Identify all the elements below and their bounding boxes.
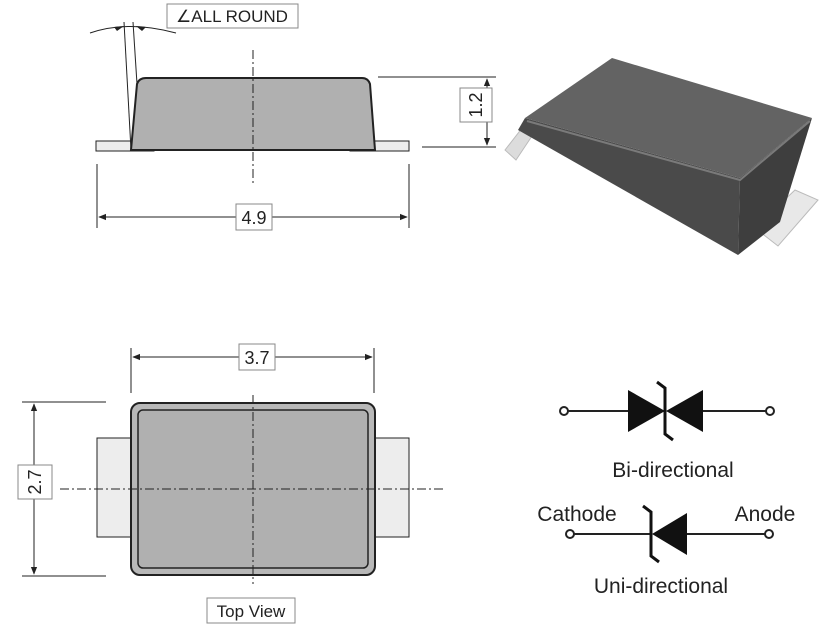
bi-terminal-left — [559, 406, 569, 416]
top-lead-right — [371, 437, 410, 538]
angle-arrow-left — [114, 26, 124, 31]
top-view-caption: Top View — [217, 602, 286, 621]
bi-triangle-left — [628, 390, 665, 432]
top-lead-left — [96, 437, 135, 538]
width-dim-label: 3.7 — [244, 348, 269, 368]
unidirectional-symbol: Cathode Anode Uni-directional — [537, 503, 795, 598]
angle-label-box — [166, 3, 299, 29]
height-dim-label: 1.2 — [466, 92, 486, 117]
top-height-dim-box — [17, 464, 53, 500]
cathode-label: Cathode — [537, 503, 616, 526]
bidirectional-label: Bi-directional — [612, 459, 733, 482]
top-view: 3.7 2.7 Top View — [17, 343, 446, 624]
top-view-caption-box — [206, 597, 296, 624]
height-dim-box — [459, 87, 493, 123]
angle-label: ∠ALL ROUND — [176, 7, 288, 26]
render-edge-highlight — [526, 120, 811, 182]
bidirectional-symbol: Bi-directional — [559, 380, 775, 482]
angle-arc — [89, 26, 177, 34]
render-body-side — [738, 118, 812, 255]
length-dim-label: 4.9 — [241, 208, 266, 228]
uni-terminal-left — [565, 529, 575, 539]
bi-triangle-right — [666, 390, 703, 432]
width-dim-box — [238, 343, 276, 371]
length-dim-box — [235, 203, 273, 231]
bi-terminal-right — [765, 406, 775, 416]
side-view: ∠ALL ROUND 1.2 4.9 — [89, 3, 496, 231]
anode-label: Anode — [735, 503, 796, 526]
uni-terminal-right — [764, 529, 774, 539]
unidirectional-label: Uni-directional — [594, 575, 728, 598]
render-body-top — [525, 58, 812, 178]
bi-bar — [656, 380, 674, 442]
render-body-front — [518, 118, 740, 255]
angle-arrow-right — [136, 26, 146, 31]
angle-line-b — [132, 21, 138, 85]
angle-line-a — [123, 21, 132, 151]
uni-triangle — [652, 513, 687, 555]
package-3d-render — [504, 58, 819, 255]
top-height-dim-label: 2.7 — [25, 469, 45, 494]
uni-bar — [642, 504, 660, 564]
